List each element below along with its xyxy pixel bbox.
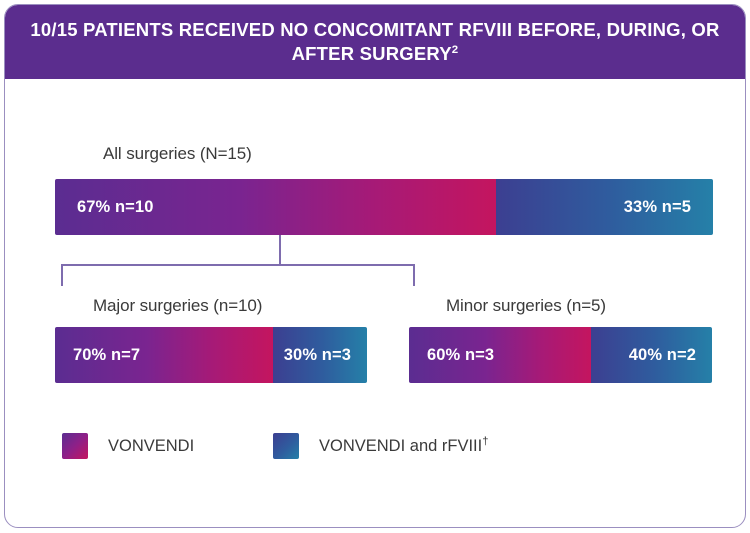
group-label-minor-surgeries: Minor surgeries (n=5) [446, 296, 606, 315]
infographic-card: 10/15 PATIENTS RECEIVED NO CONCOMITANT r… [4, 4, 746, 528]
bar-segment-major-combo: 30% n=3 [273, 327, 367, 383]
bar-segment-major-vonvendi: 70% n=7 [55, 327, 274, 383]
group-label-major-surgeries: Major surgeries (n=10) [93, 296, 263, 315]
connector-drop-right [413, 264, 415, 286]
legend-combo-footnote-marker: † [482, 435, 489, 447]
bar-segment-minor-combo: 40% n=2 [590, 327, 712, 383]
header-title-text: 10/15 PATIENTS RECEIVED NO CONCOMITANT r… [30, 18, 720, 64]
bar-major-surgeries: 70% n=7 30% n=3 [55, 327, 367, 383]
bar-label-major-combo: 30% n=3 [283, 345, 351, 364]
bar-minor-surgeries: 60% n=3 40% n=2 [409, 327, 712, 383]
legend-item-vonvendi: VONVENDI [62, 433, 194, 459]
legend-label-combo: VONVENDI and rFVIII† [319, 435, 489, 456]
legend-swatch-vonvendi [62, 433, 88, 459]
page-title: 10/15 PATIENTS RECEIVED NO CONCOMITANT r… [27, 18, 723, 67]
legend-label-combo-text: VONVENDI and rFVIII [319, 436, 483, 455]
legend-item-combo: VONVENDI and rFVIII† [273, 433, 488, 459]
bar-segment-all-vonvendi: 67% n=10 [55, 179, 496, 235]
bar-segment-minor-vonvendi: 60% n=3 [409, 327, 591, 383]
bar-all-surgeries: 67% n=10 33% n=5 [55, 179, 713, 235]
connector-crossbar [61, 264, 415, 266]
connector-stem [279, 235, 281, 265]
connector-drop-left [61, 264, 63, 286]
bar-label-all-vonvendi: 67% n=10 [77, 197, 154, 216]
legend-label-vonvendi-text: VONVENDI [108, 436, 195, 455]
bar-segment-all-combo: 33% n=5 [495, 179, 713, 235]
bar-label-minor-combo: 40% n=2 [628, 345, 696, 364]
legend-label-vonvendi: VONVENDI [108, 437, 194, 456]
header-banner: 10/15 PATIENTS RECEIVED NO CONCOMITANT r… [5, 5, 745, 79]
group-label-all-surgeries: All surgeries (N=15) [103, 144, 252, 163]
bar-label-major-vonvendi: 70% n=7 [73, 345, 141, 364]
legend-swatch-combo [273, 433, 299, 459]
bar-label-all-combo: 33% n=5 [623, 197, 691, 216]
bar-label-minor-vonvendi: 60% n=3 [427, 345, 495, 364]
header-footnote-marker: 2 [451, 43, 459, 56]
